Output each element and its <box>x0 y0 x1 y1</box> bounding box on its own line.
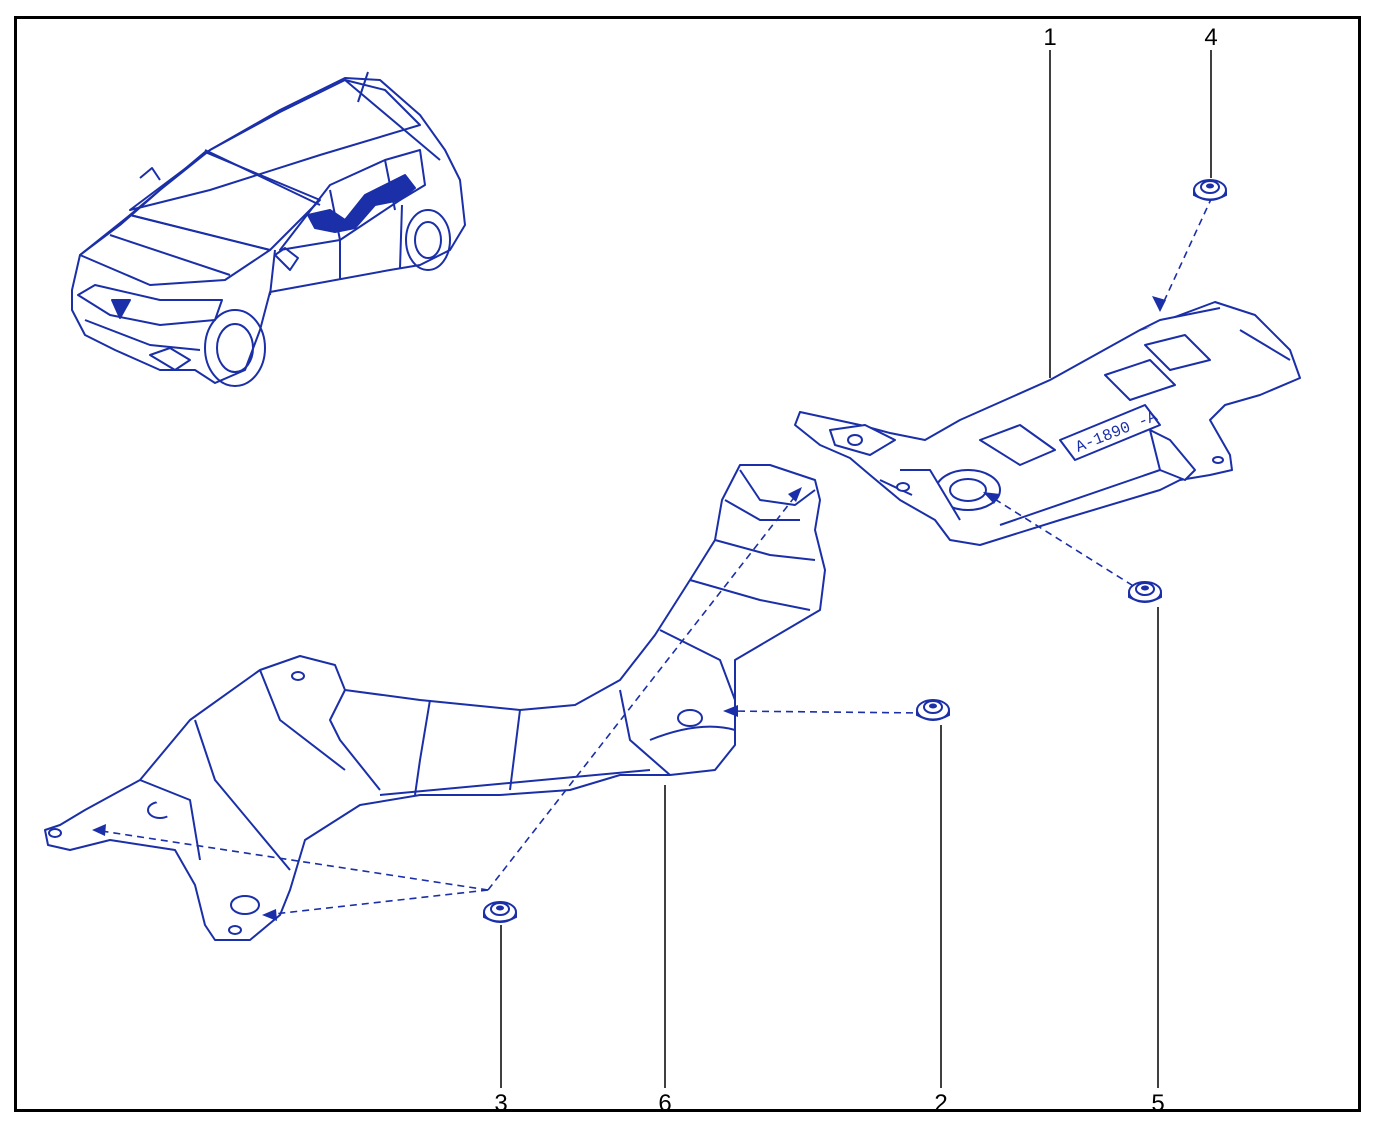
fastener-nut-5 <box>1128 581 1162 603</box>
assembly-lines <box>94 196 1213 916</box>
callout-4: 4 <box>1204 24 1218 51</box>
callout-5: 5 <box>1151 1090 1165 1117</box>
fastener-nut-2 <box>916 699 950 721</box>
callout-6: 6 <box>658 1090 672 1117</box>
callout-2: 2 <box>934 1090 948 1117</box>
leader-lines <box>500 50 1212 1088</box>
callout-1: 1 <box>1043 24 1057 51</box>
upper-heat-shield: A-1890 -A <box>794 301 1301 546</box>
diagram-frame <box>14 16 1361 1112</box>
lower-heat-shield-tunnel <box>44 464 826 941</box>
fastener-nut-3 <box>483 901 517 923</box>
assembly-arrowheads <box>92 296 1166 921</box>
fastener-nut-4 <box>1193 179 1227 201</box>
callout-3: 3 <box>494 1090 508 1117</box>
vehicle-locator-illustration <box>71 71 466 387</box>
